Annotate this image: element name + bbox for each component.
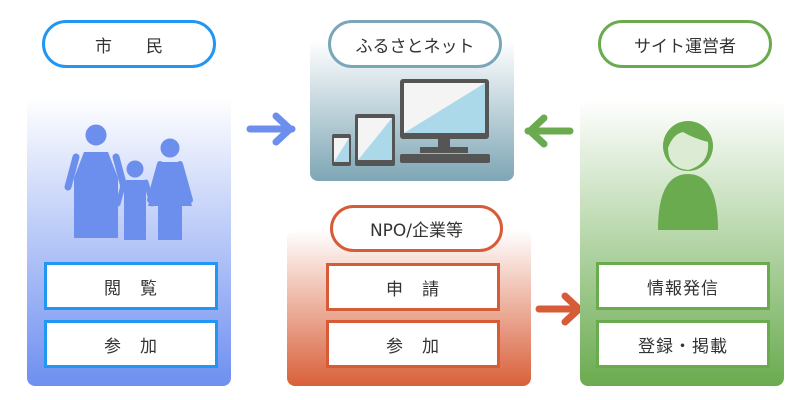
family-icon <box>64 124 193 240</box>
operator-item-publish: 情報発信 <box>596 262 770 310</box>
devices-icon <box>332 79 490 166</box>
citizen-label: 市 民 <box>42 20 216 68</box>
arrow-left-icon <box>524 114 574 148</box>
operator-item-register: 登録・掲載 <box>596 320 770 368</box>
npo-label: NPO/企業等 <box>330 205 503 252</box>
npo-item-apply: 申 請 <box>326 263 500 311</box>
site-label: ふるさとネット <box>328 20 502 68</box>
citizen-item-participate: 参 加 <box>44 320 218 368</box>
person-icon <box>658 121 718 230</box>
operator-label: サイト運営者 <box>598 20 772 68</box>
npo-item-participate: 参 加 <box>326 320 500 368</box>
citizen-item-view: 閲 覧 <box>44 262 218 310</box>
arrow-right-icon <box>535 292 585 326</box>
arrow-right-icon <box>246 112 296 146</box>
